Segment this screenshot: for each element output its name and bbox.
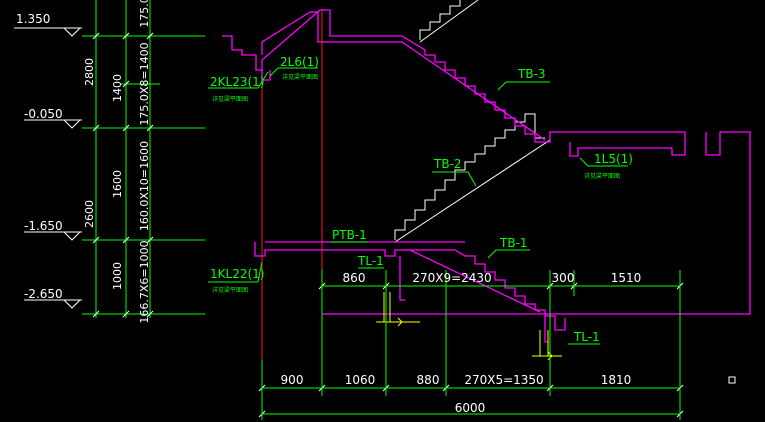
vertical-dimension-lines — [82, 0, 205, 318]
horizontal-dim-label: 270X9=2430 — [412, 271, 491, 285]
label-leaders — [208, 67, 628, 345]
total-dim-label: 6000 — [455, 401, 486, 415]
elevation-label: -2.650 — [24, 287, 63, 301]
elevation-markers: 1.350 -0.050 -1.650 -2.650 — [14, 12, 82, 309]
stair-label-tb1: TB-1 — [499, 236, 528, 250]
vertical-dim-label: 2800 — [83, 58, 96, 86]
horizontal-dim-label: 900 — [281, 373, 304, 387]
cad-grip-square[interactable] — [728, 376, 736, 384]
stair-label-tb3: TB-3 — [517, 67, 546, 81]
beam-note: 详见梁平面图 — [212, 286, 248, 294]
stair-label-tb2: TB-2 — [433, 157, 462, 171]
vertical-dim-label: 1600 — [111, 170, 124, 198]
horizontal-dim-label: 860 — [343, 271, 366, 285]
column-marks — [376, 292, 562, 361]
vertical-dim-label: 1400 — [111, 74, 124, 102]
vertical-dim-label: 160.0X10=1600 — [138, 141, 151, 231]
beam-note: 详见梁平面图 — [282, 73, 318, 81]
horizontal-dim-label: 270X5=1350 — [464, 373, 543, 387]
beam-note: 详见梁平面图 — [584, 172, 620, 180]
beam-note: 详见梁平面图 — [212, 95, 248, 103]
vertical-dim-label: 166.7X6=1000 — [138, 240, 151, 323]
beam-label-kl23: 2KL23(1) — [210, 75, 264, 89]
vertical-dim-label: 2600 — [83, 200, 96, 228]
stair-outline — [222, 9, 751, 343]
elevation-label: -1.650 — [24, 219, 63, 233]
stair-label-tl1: TL-1 — [357, 254, 384, 268]
vertical-dim-label: 1000 — [111, 262, 124, 290]
stair-label-ptb1: PTB-1 — [332, 228, 367, 242]
beam-label-kl22: 1KL22(1) — [210, 267, 264, 281]
beam-label-l6: 2L6(1) — [280, 55, 319, 69]
vertical-dim-label: 175.0X8=1400 — [138, 42, 151, 125]
horizontal-dim-label: 1510 — [611, 271, 642, 285]
horizontal-dimension-lines — [258, 270, 684, 420]
elevation-label: 1.350 — [16, 12, 50, 26]
horizontal-dim-label: 1060 — [345, 373, 376, 387]
horizontal-dim-label: 880 — [417, 373, 440, 387]
beam-label-l5: 1L5(1) — [594, 152, 633, 166]
stair-label-tl1: TL-1 — [573, 330, 600, 344]
horizontal-dim-label: 300 — [552, 271, 575, 285]
horizontal-dim-label: 1810 — [601, 373, 632, 387]
elevation-label: -0.050 — [24, 107, 63, 121]
vertical-dim-label: 175.0 — [138, 0, 151, 28]
stair-steps-white — [394, 0, 551, 243]
